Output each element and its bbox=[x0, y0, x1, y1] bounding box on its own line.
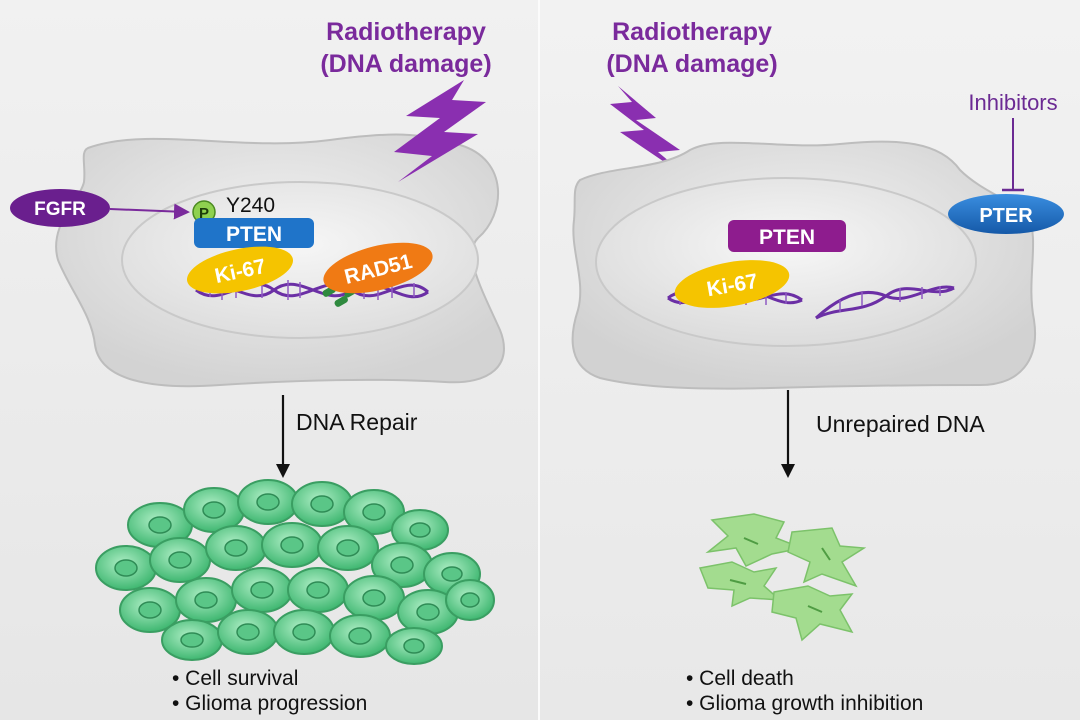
radiotherapy-title: Radiotherapy bbox=[326, 18, 486, 46]
outcome-cell-survival: • Cell survival bbox=[172, 667, 298, 690]
pten-label: PTEN bbox=[226, 223, 282, 246]
unrepaired-dna-label: Unrepaired DNA bbox=[816, 411, 985, 437]
rad51-protein bbox=[323, 242, 433, 294]
inhibitors-label: Inhibitors bbox=[968, 90, 1057, 115]
dna-damage-subtitle: (DNA damage) bbox=[320, 50, 491, 78]
lightning-bolt-icon bbox=[394, 80, 486, 182]
ki67-protein bbox=[186, 246, 294, 294]
pten-box bbox=[194, 218, 314, 248]
left-diagram: Radiotherapy (DNA damage) FGFR P Y240 PT… bbox=[10, 18, 505, 715]
ki67-protein-right bbox=[674, 260, 790, 308]
down-arrow-head-right bbox=[781, 464, 795, 478]
lightning-bolt-icon-right bbox=[610, 86, 694, 182]
nucleus-right bbox=[595, 177, 977, 347]
pter-receptor bbox=[948, 194, 1064, 234]
pten-box-right bbox=[728, 220, 846, 252]
fgfr-label: FGFR bbox=[34, 199, 86, 220]
right-panel: Radiotherapy (DNA damage) Inhibitors PTE… bbox=[540, 0, 1080, 720]
dna-damage-subtitle-right: (DNA damage) bbox=[606, 50, 777, 78]
pten-label-right: PTEN bbox=[759, 226, 815, 249]
outcome-cell-death: • Cell death bbox=[686, 667, 794, 690]
radiotherapy-title-right: Radiotherapy bbox=[612, 18, 772, 46]
outcome-glioma-growth-inhibition: • Glioma growth inhibition bbox=[686, 692, 923, 715]
right-diagram: Radiotherapy (DNA damage) Inhibitors PTE… bbox=[571, 18, 1064, 715]
outcome-glioma-progression: • Glioma progression bbox=[172, 692, 367, 715]
y240-site-label: Y240 bbox=[226, 194, 275, 217]
dying-cells bbox=[698, 513, 867, 642]
left-panel: Radiotherapy (DNA damage) FGFR P Y240 PT… bbox=[0, 0, 540, 720]
down-arrow-head bbox=[276, 464, 290, 478]
dying-cell-fragments bbox=[729, 537, 831, 613]
fgfr-receptor bbox=[10, 189, 110, 227]
phospho-label: P bbox=[199, 205, 209, 222]
pter-label: PTER bbox=[979, 205, 1033, 227]
fgfr-arrow bbox=[109, 203, 190, 220]
dna-repair-label: DNA Repair bbox=[296, 409, 418, 435]
proliferating-cell-cluster bbox=[95, 479, 495, 665]
